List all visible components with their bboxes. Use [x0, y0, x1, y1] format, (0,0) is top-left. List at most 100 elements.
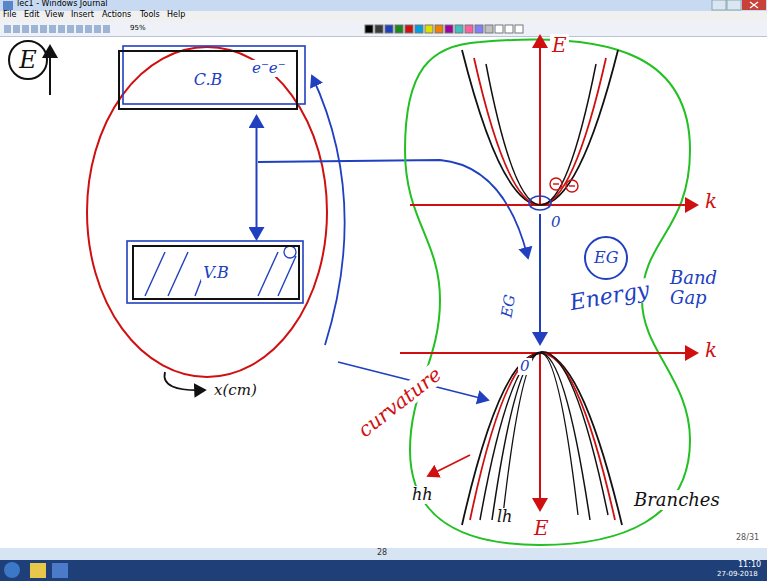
- drawing-stroke: [123, 46, 305, 104]
- drawing-stroke: [445, 25, 453, 33]
- handwritten-label: EG: [498, 291, 519, 320]
- drawing-stroke: [462, 50, 618, 205]
- ui-text: Help: [167, 11, 185, 20]
- ui-text: 95%: [130, 25, 146, 33]
- handwritten-label: 0: [518, 358, 532, 375]
- drawing-stroke: [127, 241, 303, 303]
- drawing-stroke: [76, 25, 83, 33]
- drawing-stroke: [103, 25, 110, 33]
- handwritten-label: k: [703, 190, 719, 212]
- drawing-stroke: [49, 25, 56, 33]
- circled-symbol: E: [8, 40, 48, 80]
- ui-text: File: [3, 11, 16, 20]
- drawing-stroke: [22, 25, 29, 33]
- drawing-stroke: [258, 252, 278, 296]
- ui-text: Actions: [102, 11, 131, 20]
- drawing-stroke: [539, 353, 541, 510]
- drawing-stroke: [13, 25, 20, 33]
- drawing-stroke: [550, 178, 562, 190]
- drawing-stroke: [470, 353, 615, 520]
- ui-text: 28: [377, 549, 387, 558]
- ui-text: lec1 - Windows Journal: [17, 0, 108, 9]
- drawing-stroke: [435, 25, 443, 33]
- drawing-stroke: [410, 204, 697, 206]
- handwritten-label: curvature: [352, 361, 447, 442]
- handwritten-label: E: [532, 517, 551, 539]
- drawing-stroke: [165, 372, 206, 390]
- handwritten-label: E: [550, 34, 569, 56]
- handwritten-label: hh: [410, 486, 435, 504]
- drawing-stroke: [428, 455, 470, 476]
- drawing-stroke: [4, 25, 11, 33]
- drawing-stroke: [505, 25, 513, 33]
- drawing-stroke: [168, 252, 188, 296]
- energy-band: C.B: [118, 50, 298, 110]
- drawing-stroke: [0, 0, 767, 11]
- ui-text: View: [45, 11, 64, 20]
- drawing-stroke: [474, 58, 606, 205]
- drawing-stroke: [4, 562, 20, 578]
- ui-text: Insert: [71, 11, 94, 20]
- handwritten-label: k: [703, 339, 719, 361]
- node-text: C.B: [192, 71, 225, 89]
- drawing-stroke: [58, 25, 65, 33]
- drawing-stroke: [475, 25, 483, 33]
- ui-text: 27-09-2018: [717, 571, 758, 579]
- drawing-stroke: [49, 46, 51, 95]
- drawing-stroke: [465, 25, 473, 33]
- drawing-stroke: [375, 25, 383, 33]
- drawing-stroke: [462, 353, 622, 525]
- drawing-stroke: [485, 25, 493, 33]
- handwritten-label: Branches: [632, 490, 722, 510]
- drawing-stroke: [312, 76, 345, 345]
- drawing-stroke: [52, 563, 68, 578]
- drawing-stroke: [87, 47, 327, 377]
- handwritten-label: e⁻e⁻: [250, 60, 288, 77]
- ui-text: 28/31: [736, 534, 759, 543]
- drawing-stroke: [405, 25, 413, 33]
- ui-text: 11:10: [738, 561, 761, 570]
- drawing-stroke: [0, 22, 767, 37]
- drawing-stroke: [67, 25, 74, 33]
- drawing-stroke: [742, 0, 766, 10]
- circled-symbol: EG: [584, 236, 628, 280]
- drawing-stroke: [0, 36, 767, 37]
- drawing-stroke: [492, 353, 590, 520]
- drawing-stroke: [258, 160, 528, 258]
- drawing-stroke: [365, 25, 373, 33]
- drawing-stroke: [385, 25, 393, 33]
- node-text: E: [17, 47, 39, 73]
- drawing-stroke: [405, 39, 690, 545]
- drawing-stroke: [0, 548, 767, 560]
- drawing-stroke: [712, 0, 726, 10]
- drawing-stroke: [4, 25, 523, 33]
- drawing-stroke: [145, 252, 165, 296]
- drawing-stroke: [539, 36, 541, 205]
- drawing-stroke: [480, 352, 608, 520]
- handwritten-label: 0: [549, 214, 563, 231]
- node-text: V.B: [201, 264, 231, 282]
- drawing-stroke: [85, 25, 92, 33]
- drawing-stroke: [539, 214, 541, 344]
- drawing-stroke: [750, 2, 758, 8]
- drawing-stroke: [569, 185, 575, 186]
- drawing-stroke: [425, 25, 433, 33]
- drawing-stroke: [553, 183, 559, 184]
- drawing-stroke: [415, 25, 423, 33]
- drawing-stroke: [3, 1, 13, 10]
- drawing-stroke: [395, 25, 403, 33]
- drawing-stroke: [284, 246, 296, 258]
- ui-text: Tools: [140, 11, 160, 20]
- drawing-stroke: [278, 256, 296, 296]
- drawing-stroke: [455, 25, 463, 33]
- drawing-stroke: [94, 25, 101, 33]
- handwritten-label: lh: [495, 508, 514, 526]
- drawing-stroke: [566, 180, 578, 192]
- drawing-stroke: [727, 0, 741, 10]
- node-text: EG: [592, 249, 620, 267]
- drawing-stroke: [503, 353, 578, 516]
- drawing-stroke: [40, 25, 47, 33]
- drawing-stroke: [31, 25, 38, 33]
- drawing-stroke: [145, 252, 296, 296]
- energy-band: V.B: [132, 245, 300, 300]
